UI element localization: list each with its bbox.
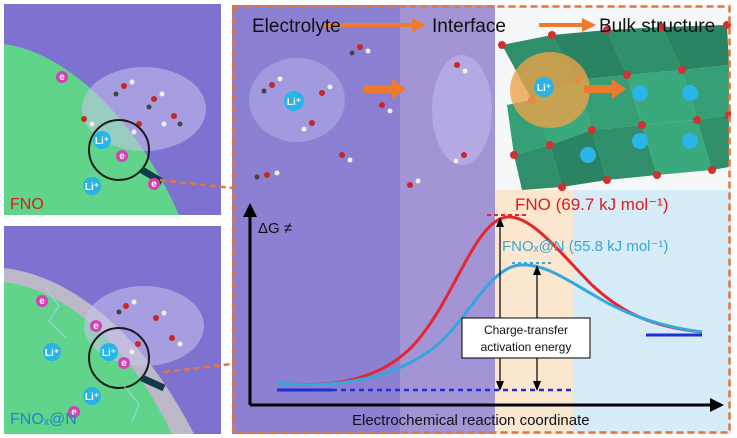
reaction-coordinate-panel: Li⁺ Li⁺ Electrolyte <box>232 5 731 434</box>
electron: e <box>68 406 80 418</box>
svg-text:Li⁺: Li⁺ <box>85 182 99 193</box>
annotation-line-2: activation energy <box>481 340 572 354</box>
li-ion: Li⁺ <box>93 131 111 149</box>
y-axis-label: ΔG ≠ <box>258 220 292 237</box>
li-ion: Li⁺ <box>43 343 61 361</box>
svg-text:Li⁺: Li⁺ <box>287 97 301 108</box>
arrow-electrolyte-to-interface <box>324 18 426 32</box>
li-ion: Li⁺ <box>100 343 118 361</box>
panel-border <box>232 5 731 434</box>
annotation-line-1: Charge-transfer <box>484 323 568 337</box>
fno-n-particle-panel: Li⁺ Li⁺ Li⁺ e e e e FNOₓ@N <box>4 226 221 434</box>
li-ion: Li⁺ <box>83 387 101 405</box>
solvation-cloud <box>82 67 206 151</box>
x-axis-label: Electrochemical reaction coordinate <box>352 412 590 429</box>
stage-bulk-structure: Bulk structure <box>599 16 715 37</box>
svg-text:e: e <box>119 151 125 162</box>
li-ion: Li⁺ <box>83 177 101 195</box>
electron: e <box>148 178 160 190</box>
fno-n-curve-label: FNOₓ@N (55.8 kJ mol⁻¹) <box>502 238 668 255</box>
solvent-molecules <box>116 299 183 355</box>
y-axis-arrow <box>243 203 257 217</box>
svg-text:e: e <box>121 358 127 369</box>
process-arrows <box>324 18 626 99</box>
stage-interface: Interface <box>432 16 506 37</box>
svg-text:e: e <box>39 296 45 307</box>
oxygen-atoms <box>498 21 731 191</box>
solvent-molecules <box>254 44 468 188</box>
svg-text:Li⁺: Li⁺ <box>85 392 99 403</box>
svg-text:Li⁺: Li⁺ <box>45 348 59 359</box>
electron: e <box>36 295 48 307</box>
fno-n-panel-label: FNOₓ@N <box>10 411 77 428</box>
activation-energy-box <box>461 317 591 359</box>
svg-text:e: e <box>71 407 77 418</box>
stage-electrolyte: Electrolyte <box>252 16 341 37</box>
electron: e <box>118 357 130 369</box>
magnify-circle <box>88 327 150 389</box>
svg-text:e: e <box>93 321 99 332</box>
svg-text:e: e <box>59 72 65 83</box>
svg-text:Li⁺: Li⁺ <box>95 136 109 147</box>
electron: e <box>56 71 68 83</box>
connector-lines <box>159 178 233 374</box>
interface-cloud <box>432 55 492 165</box>
fno-n-energy-curve <box>276 263 703 387</box>
li-ion: Li⁺ <box>284 91 304 111</box>
magnify-circle <box>88 119 150 181</box>
svg-text:Li⁺: Li⁺ <box>537 83 551 94</box>
svg-text:e: e <box>151 179 157 190</box>
lithium-sites <box>580 85 698 163</box>
li-ion: Li⁺ <box>534 77 554 97</box>
magnifier-handle <box>140 166 164 186</box>
svg-text:Li⁺: Li⁺ <box>102 348 116 359</box>
fno-particle-panel: Li⁺ Li⁺ e e e FNO <box>4 4 221 215</box>
electron: e <box>116 150 128 162</box>
fno-curve-label: FNO (69.7 kJ mol⁻¹) <box>515 195 669 214</box>
magnifier-handle <box>140 374 166 392</box>
electron: e <box>90 320 102 332</box>
arrow-interface-to-bulk <box>539 18 596 32</box>
fno-energy-curve <box>276 215 703 387</box>
solvent-molecules <box>81 79 183 135</box>
x-axis-arrow <box>710 398 724 412</box>
fno-panel-label: FNO <box>10 196 44 213</box>
